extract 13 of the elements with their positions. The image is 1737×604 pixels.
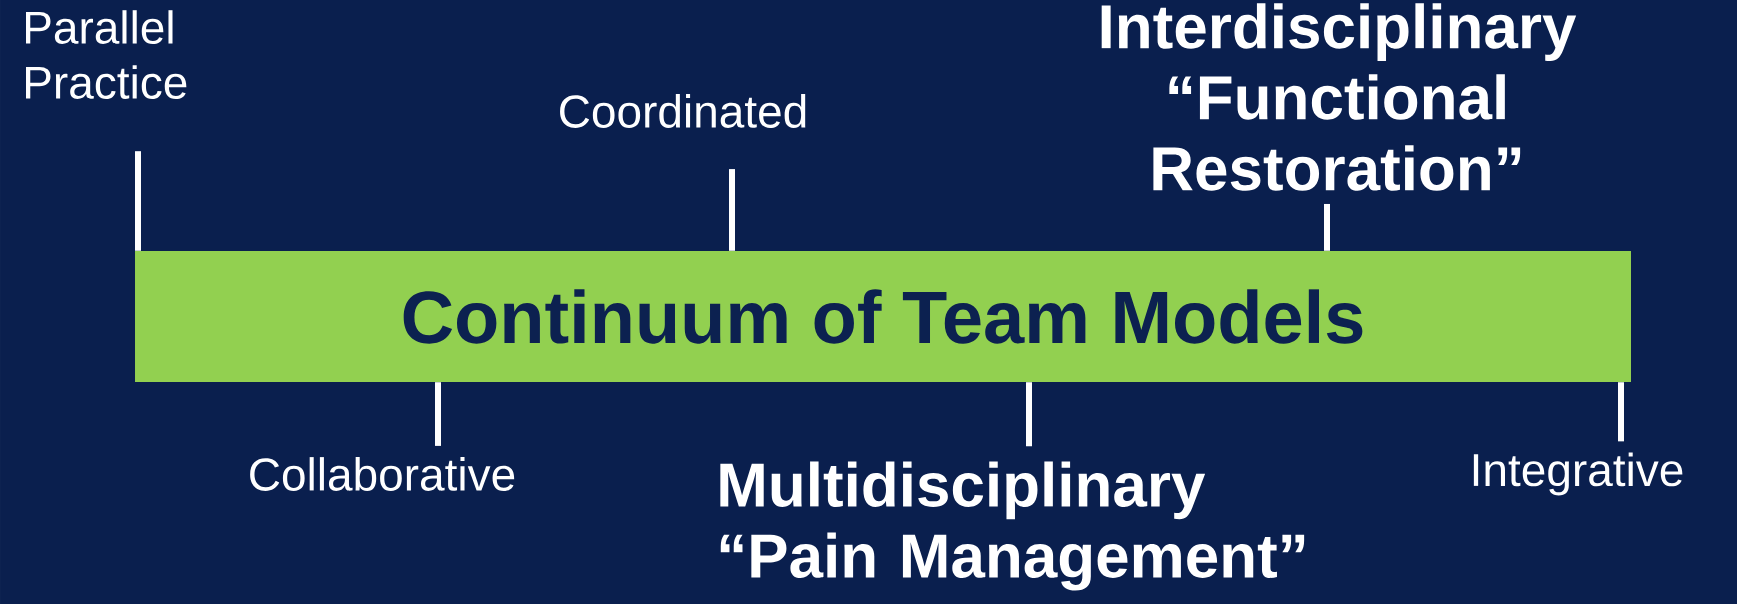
tick-line: [1026, 382, 1032, 447]
model-label: Multidisciplinary “Pain Management”: [720, 461, 1305, 591]
tick-line: [729, 169, 735, 251]
continuum-bar: Continuum of Team Models: [135, 251, 1631, 382]
tick-line: [1324, 203, 1330, 251]
model-label: Parallel Practice: [26, 10, 187, 99]
tick-line: [1618, 382, 1624, 442]
tick-line: [435, 382, 441, 446]
model-label: Interdisciplinary “Functional Restoration”: [1101, 3, 1577, 191]
model-label: Integrative: [1473, 452, 1683, 496]
tick-line: [135, 151, 141, 251]
model-label: Collaborative: [250, 457, 515, 491]
model-label: Coordinated: [560, 94, 806, 128]
